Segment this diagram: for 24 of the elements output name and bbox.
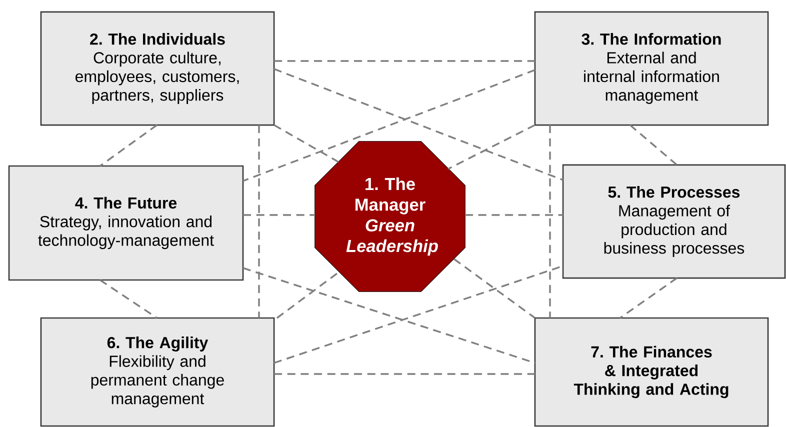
octagon: 1. The Manager Green Leadership [314,141,466,292]
topic-box: 5. The Processes Management of production and business processes [562,164,786,279]
connector-line [274,60,535,62]
topic-box: 2. The Individuals Corporate culture, employees, customers, partners, suppliers [40,11,275,126]
connector-line [620,277,678,319]
topic-box: 7. The Finances & Integrated Thinking and Acting [534,317,769,427]
topic-box: 3. The Information External and internal information management [534,11,769,126]
connector-line [274,373,535,375]
connector-line [453,258,536,319]
connector-line [629,124,678,166]
topic-box: 6. The Agility Flexibility and permanent change management [40,317,275,427]
connector-line [274,68,564,181]
connector-line [258,125,260,318]
connector-line [242,69,536,182]
connector-line [274,124,339,163]
connector-line [100,279,158,319]
connector-line [276,271,340,319]
topic-box: 4. The Future Strategy, innovation and technology-management [8,165,244,281]
connector-line [243,214,315,216]
connector-line [242,267,536,364]
connector-line [549,125,551,318]
connector-line [465,214,563,216]
connector-line [448,124,536,170]
connector-line [100,124,158,167]
